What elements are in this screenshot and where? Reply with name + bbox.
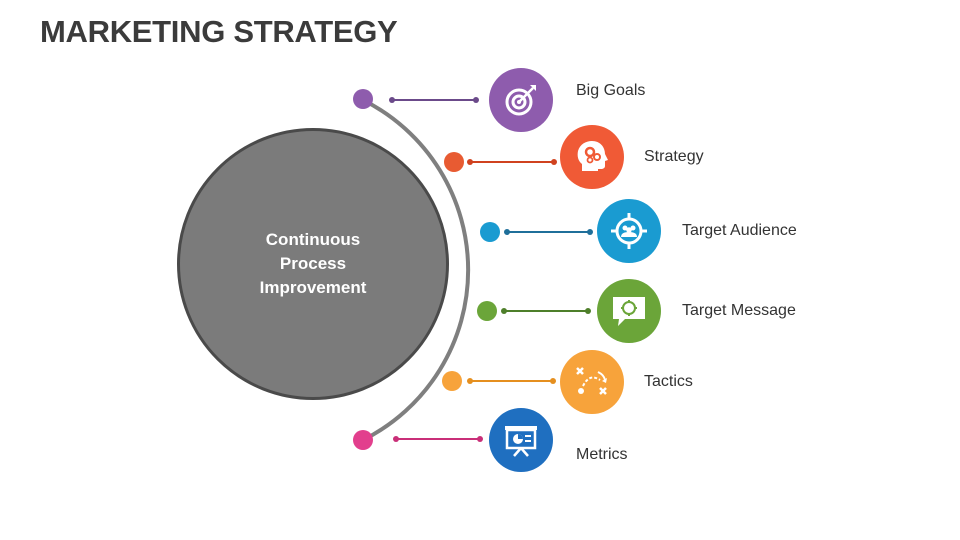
arc-dot-1	[353, 89, 373, 109]
arc-dot-4	[477, 301, 497, 321]
crosshair-people-icon	[597, 199, 661, 263]
item-label-target-audience: Target Audience	[682, 222, 797, 239]
speech-bubble-target-icon	[597, 279, 661, 343]
presentation-chart-icon	[489, 408, 553, 472]
center-line-2: Process	[279, 254, 347, 273]
arc-dot-6	[353, 430, 373, 450]
head-gears-icon	[560, 125, 624, 189]
center-line-1: Continuous	[265, 230, 361, 249]
item-label-tactics: Tactics	[644, 373, 693, 390]
item-label-big-goals: Big Goals	[576, 82, 646, 99]
page-title: MARKETING STRATEGY	[40, 14, 398, 49]
arc-dot-5	[442, 371, 462, 391]
center-circle: Continuous Process Improvement	[177, 128, 449, 400]
connector-lines	[389, 97, 593, 442]
item-label-metrics: Metrics	[576, 446, 628, 463]
arc-dot-2	[444, 152, 464, 172]
center-line-3: Improvement	[259, 278, 367, 297]
arc-dot-3	[480, 222, 500, 242]
process-arc	[362, 98, 471, 442]
item-label-target-message: Target Message	[682, 302, 796, 319]
target-arrow-icon	[489, 68, 553, 132]
item-label-strategy: Strategy	[644, 148, 704, 165]
play-diagram-icon	[560, 350, 624, 414]
arc-dots	[353, 89, 500, 450]
center-label: Continuous Process Improvement	[238, 228, 388, 300]
